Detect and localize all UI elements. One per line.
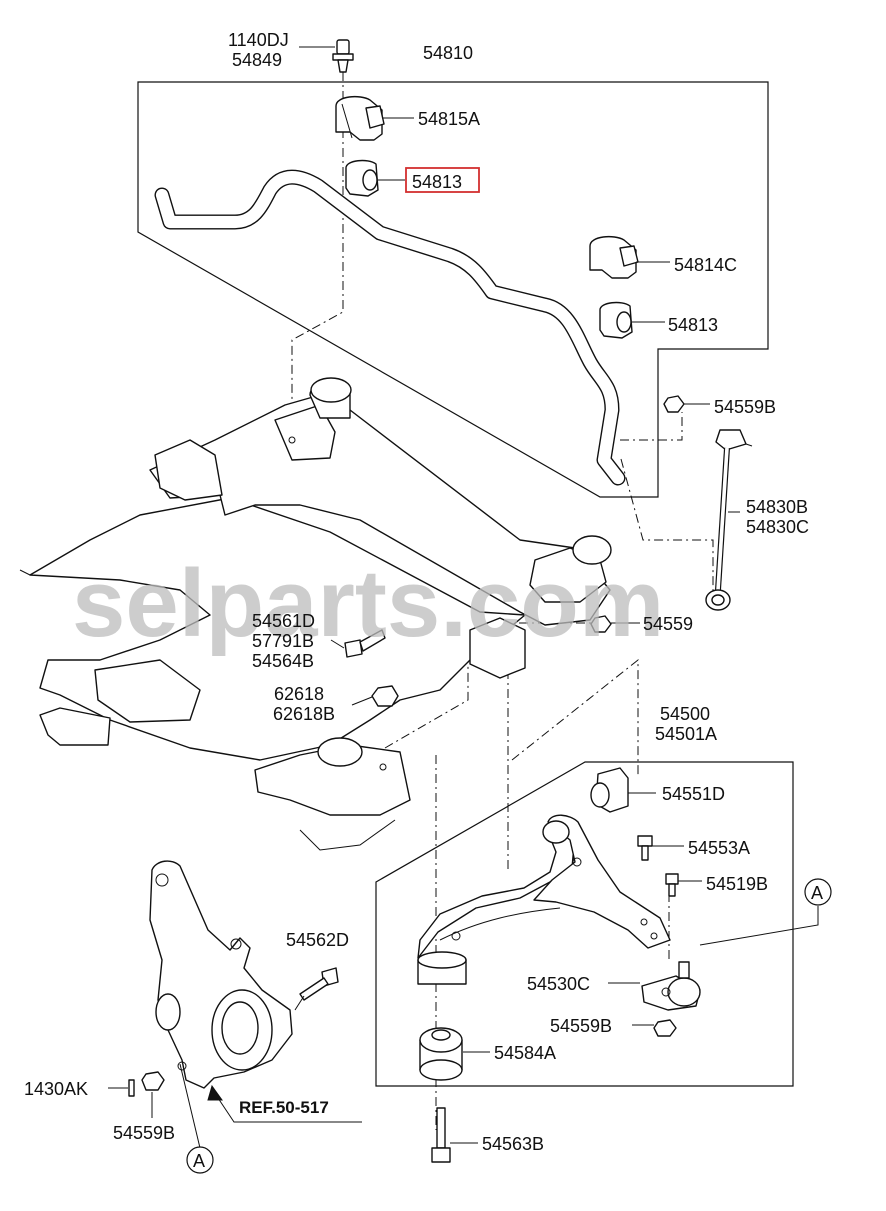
nut-62618 [371, 685, 399, 707]
label-54584A[interactable]: 54584A [494, 1043, 556, 1063]
callout-a-right: A [804, 878, 832, 906]
nut-54559 [590, 615, 612, 633]
label-54559[interactable]: 54559 [643, 614, 693, 634]
lower-arm-group-box [375, 761, 794, 1087]
steering-knuckle [149, 860, 293, 1089]
stabilizer-bar [154, 169, 626, 486]
leader-lines [108, 46, 819, 1149]
bracket-54814C [589, 235, 639, 279]
bolt-54519B [665, 873, 679, 897]
bolt-54553A [637, 835, 653, 861]
nut-54559B-top [663, 395, 685, 413]
label-54553A[interactable]: 54553A [688, 838, 750, 858]
label-54501A[interactable]: 54501A [655, 724, 717, 744]
label-54813-highlighted[interactable]: 54813 [412, 172, 462, 192]
label-62618[interactable]: 62618 [274, 684, 324, 704]
label-54830B[interactable]: 54830B [746, 497, 808, 517]
label-1140DJ[interactable]: 1140DJ [228, 30, 289, 50]
bolt-54562D [299, 967, 339, 1001]
bushing-54813-top [345, 159, 379, 197]
callout-a-right-text: A [811, 883, 823, 903]
label-54530C[interactable]: 54530C [527, 974, 590, 994]
label-ref-50-517[interactable]: REF.50-517 [239, 1098, 329, 1117]
label-62618B[interactable]: 62618B [273, 704, 335, 724]
highlight-box-54813 [405, 167, 480, 193]
bushing-54584A [419, 1027, 463, 1081]
nut-54559B-mid [653, 1019, 677, 1037]
label-54561D[interactable]: 54561D [252, 611, 315, 631]
label-54559B-top[interactable]: 54559B [714, 397, 776, 417]
bolt-54561D [344, 629, 386, 658]
bolt-54849 [332, 39, 354, 73]
label-54830C[interactable]: 54830C [746, 517, 809, 537]
label-54813[interactable]: 54813 [668, 315, 718, 335]
label-54814C[interactable]: 54814C [674, 255, 737, 275]
label-1430AK[interactable]: 1430AK [24, 1079, 88, 1099]
label-54815A[interactable]: 54815A [418, 109, 480, 129]
pin-1430AK [128, 1079, 135, 1097]
label-54559B-bot[interactable]: 54559B [113, 1123, 175, 1143]
stabilizer-group-box [137, 81, 769, 498]
nut-54559B-bot [141, 1071, 165, 1091]
lower-control-arm [417, 814, 671, 959]
callout-a-bottom: A [186, 1146, 214, 1174]
label-54849[interactable]: 54849 [232, 50, 282, 70]
label-54551D[interactable]: 54551D [662, 784, 725, 804]
bushing-54551D [590, 767, 629, 813]
bracket-54815A [335, 95, 385, 141]
bushing-54813-mid [599, 301, 633, 339]
bolt-54563B [431, 1107, 451, 1163]
label-54500[interactable]: 54500 [660, 704, 710, 724]
label-54559B-mid[interactable]: 54559B [550, 1016, 612, 1036]
ball-joint-54530C [641, 961, 701, 1011]
subframe [19, 377, 612, 851]
label-54562D[interactable]: 54562D [286, 930, 349, 950]
label-54564B[interactable]: 54564B [252, 651, 314, 671]
label-54810[interactable]: 54810 [423, 43, 473, 63]
stabilizer-link [705, 429, 753, 611]
label-54563B[interactable]: 54563B [482, 1134, 544, 1154]
bushing-housing [417, 951, 467, 985]
callout-a-bottom-text: A [193, 1151, 205, 1171]
label-54519B[interactable]: 54519B [706, 874, 768, 894]
label-57791B[interactable]: 57791B [252, 631, 314, 651]
watermark-text: selparts.com [72, 550, 664, 657]
